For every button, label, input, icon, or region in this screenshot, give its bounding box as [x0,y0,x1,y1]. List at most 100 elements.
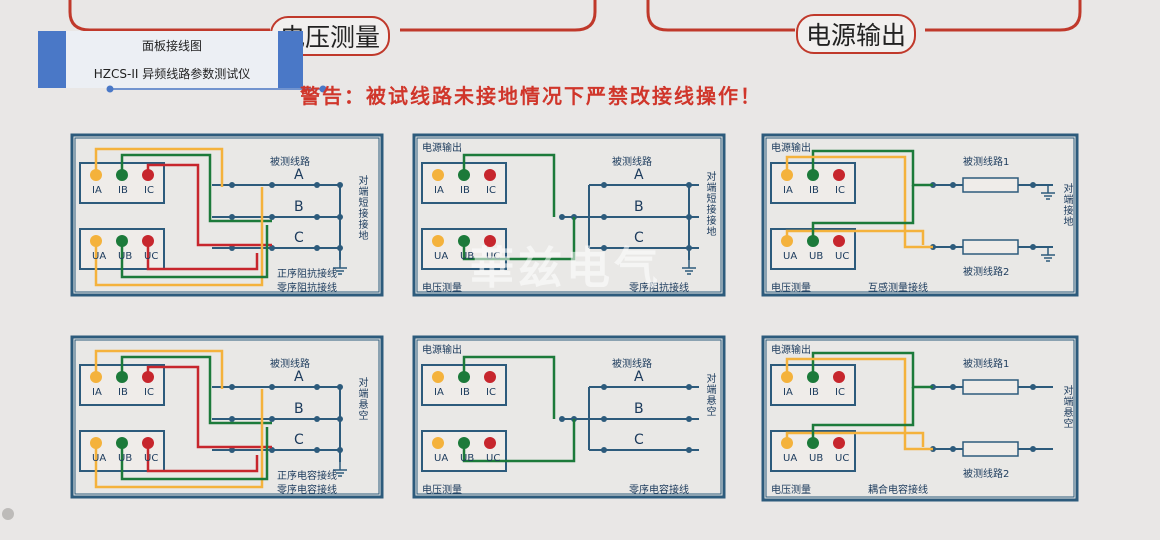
voltage-terminal-label: UA [783,453,798,464]
power-output-text: 电源输出 [422,143,462,154]
current-terminal-label: IA [783,185,793,196]
diagram-inner-frame [416,137,722,293]
screw-hole [2,508,14,520]
diagram-inner-frame [765,137,1075,293]
title-banner: 面板接线图 HZCS-II 异频线路参数测试仪 [38,31,327,93]
voltage-terminal-label: UA [434,251,449,262]
voltage-terminal-label: UA [92,251,107,262]
wire [785,357,933,451]
voltage-measure-text: 电压测量 [771,485,811,496]
current-terminal [432,371,444,383]
line2-box [962,441,1019,457]
current-terminal-label: IB [460,387,470,398]
wire [120,225,269,279]
far-end-label: 对端悬空 [704,373,715,417]
wire [146,163,272,247]
power-output-text: 电源输出 [771,143,811,154]
node [601,214,607,220]
current-terminal-label: IC [486,185,496,196]
current-terminal-label: IA [92,387,102,398]
node [950,446,956,452]
voltage-terminal [484,235,496,247]
current-terminal [432,169,444,181]
voltage-terminal-label: UB [460,453,475,464]
node [601,447,607,453]
phase-label: B [634,199,644,215]
voltage-terminal-label: UC [144,453,159,464]
power-output-label: 电源输出 [796,14,917,54]
far-end-label: 对端悬空 [356,377,367,421]
wire [811,387,915,443]
node [269,384,275,390]
node [559,214,565,220]
voltage-terminal-label: UA [783,251,798,262]
voltage-terminal-label: UB [809,251,824,262]
wire [94,389,264,489]
line-title: 被测线路 [612,359,652,370]
phase-label: A [294,369,304,385]
wire [120,153,272,223]
current-terminal [833,371,845,383]
line-title: 被测线路 [270,359,310,370]
node [559,416,565,422]
current-terminal [484,169,496,181]
wire [811,351,933,389]
wire [785,431,925,447]
voltage-terminal-label: UA [434,453,449,464]
node [1030,182,1036,188]
node [229,182,235,188]
node [686,416,692,422]
banner-subtitle: HZCS-II 异频线路参数测试仪 [93,67,251,81]
wire [94,147,224,187]
phase-label: B [294,401,304,417]
phase-label: C [294,432,304,448]
current-terminal-label: IC [835,387,845,398]
phase-label: C [634,432,644,448]
current-terminal-label: IB [460,185,470,196]
wire [462,355,556,419]
node [269,182,275,188]
phase-label: C [294,230,304,246]
current-terminal-label: IC [486,387,496,398]
phase-label: C [634,230,644,246]
current-terminal-label: IA [92,185,102,196]
node [686,384,692,390]
voltage-terminal-label: UB [118,251,133,262]
power-output-text: 电源输出 [422,345,462,356]
node [269,214,275,220]
diagram-frame [412,133,726,297]
diagram-frame [412,335,726,499]
diagram-frame [761,335,1079,502]
node [314,182,320,188]
node [314,447,320,453]
voltage-terminal [432,437,444,449]
voltage-measure-text: 电压测量 [771,283,811,294]
wire [146,443,259,473]
warning-text: 警告：被试线路未接地情况下严禁改接线操作！ [300,84,762,108]
node [950,384,956,390]
line2-title: 被测线路2 [963,267,1010,278]
node [314,214,320,220]
far-end-label: 对端接地 [1061,183,1072,227]
voltage-terminal-label: UC [144,251,159,262]
line2-title: 被测线路2 [963,469,1010,480]
voltage-terminal-label: UC [486,251,501,262]
wire [94,187,264,287]
caption: 耦合电容接线 [868,485,928,496]
node [229,416,235,422]
wire [462,153,556,217]
voltage-measure-text: 电压测量 [422,485,462,496]
wire [120,355,272,425]
node [269,416,275,422]
node [269,447,275,453]
node [601,245,607,251]
voltage-terminal-label: UB [460,251,475,262]
current-terminal-label: IA [783,387,793,398]
node [601,182,607,188]
line1-box [962,177,1019,193]
wire [120,427,269,481]
node [229,447,235,453]
voltage-terminal-label: UC [486,453,501,464]
power-output-text: 电源输出 [771,345,811,356]
caption: 零序阻抗接线 [277,283,337,294]
